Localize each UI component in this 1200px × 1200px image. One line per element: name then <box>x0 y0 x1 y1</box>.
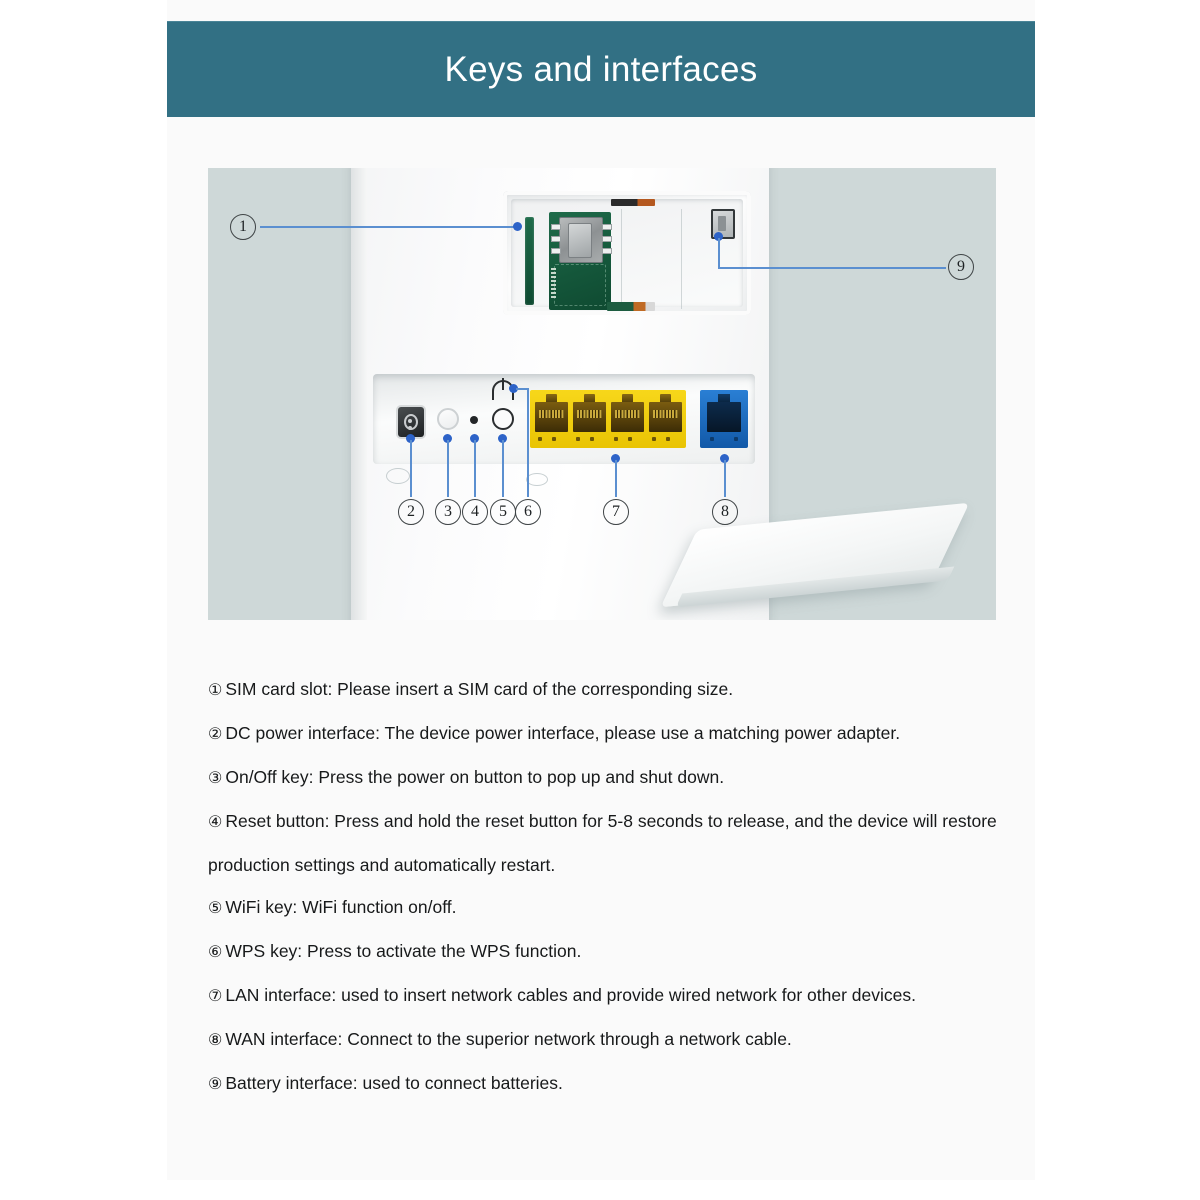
caption-text: WiFi key: WiFi function on/off. <box>225 897 457 917</box>
leader-line-5 <box>502 440 504 497</box>
lan-port <box>649 394 682 432</box>
page-title: Keys and interfaces <box>444 49 758 89</box>
holder-pin <box>602 224 612 230</box>
leader-line-9h <box>718 267 946 269</box>
leader-line-2 <box>410 440 412 497</box>
leader-line-9v <box>718 238 720 268</box>
caption-mark: ⑦ <box>208 988 223 1005</box>
callout-1: 1 <box>230 214 256 240</box>
lan-port <box>535 394 568 432</box>
callout-7: 7 <box>603 499 629 525</box>
wifi-key[interactable] <box>492 408 514 430</box>
caption-text: Reset button: Press and hold the reset b… <box>208 811 997 875</box>
caption-text: SIM card slot: Please insert a SIM card … <box>225 679 734 699</box>
caption-text: Battery interface: used to connect batte… <box>225 1073 563 1093</box>
sim-holder <box>551 217 612 263</box>
bay-divider <box>621 209 622 309</box>
callout-6: 6 <box>515 499 541 525</box>
dc-power-interface <box>398 407 424 437</box>
callout-4: 4 <box>462 499 488 525</box>
chassis-dimple <box>526 473 548 486</box>
leader-dot-6 <box>509 384 518 393</box>
dc-pin <box>408 419 412 423</box>
sim-compartment-inner <box>511 199 743 311</box>
leader-line-7 <box>615 460 617 497</box>
leader-dot-7 <box>611 454 620 463</box>
caption-text: WAN interface: Connect to the superior n… <box>225 1029 792 1049</box>
reset-button[interactable] <box>470 416 478 424</box>
wan-interface <box>700 390 748 448</box>
holder-pin <box>551 248 561 254</box>
caption-mark: ⑧ <box>208 1032 223 1049</box>
leader-dot-8 <box>720 454 729 463</box>
caption-text: DC power interface: The device power int… <box>225 723 901 743</box>
sim-compartment <box>503 191 751 315</box>
router-left-edge <box>351 168 367 620</box>
bottom-connector <box>607 302 655 311</box>
pcb-board <box>549 212 612 310</box>
dc-pin <box>408 426 412 430</box>
on-off-key[interactable] <box>437 408 459 430</box>
caption-text: LAN interface: used to insert network ca… <box>225 985 916 1005</box>
leader-dot-3 <box>443 434 452 443</box>
bay-divider <box>681 209 682 309</box>
leader-line-3 <box>447 440 449 497</box>
lan-port <box>611 394 644 432</box>
pcb-pads <box>551 268 556 300</box>
leader-line-6v <box>527 388 529 497</box>
leader-dot-9 <box>714 232 723 241</box>
caption-mark: ⑥ <box>208 944 223 961</box>
caption-text: On/Off key: Press the power on button to… <box>225 767 725 787</box>
leader-line-4 <box>474 440 476 497</box>
lan-port <box>573 394 606 432</box>
header-banner: Keys and interfaces <box>167 21 1035 117</box>
callout-8: 8 <box>712 499 738 525</box>
chassis-dimple <box>386 468 410 484</box>
holder-pin <box>551 224 561 230</box>
callout-2: 2 <box>398 499 424 525</box>
caption-mark: ⑤ <box>208 900 223 917</box>
caption-mark: ④ <box>208 814 223 831</box>
holder-pin <box>602 236 612 242</box>
callout-3: 3 <box>435 499 461 525</box>
caption-text: WPS key: Press to activate the WPS funct… <box>225 941 582 961</box>
leader-line-1 <box>260 226 518 228</box>
holder-pin <box>551 236 561 242</box>
leader-line-6h <box>516 388 528 390</box>
caption-mark: ⑨ <box>208 1076 223 1093</box>
holder-pin <box>602 248 612 254</box>
top-connector <box>611 199 655 206</box>
product-diagram-panel: 1 9 2 3 4 5 6 7 8 <box>208 168 996 620</box>
caption-mark: ② <box>208 726 223 743</box>
leader-dot-2 <box>406 434 415 443</box>
leader-dot-1 <box>513 222 522 231</box>
callout-9: 9 <box>948 254 974 280</box>
caption-mark: ③ <box>208 770 223 787</box>
lan-interface <box>530 390 686 448</box>
battery-interface <box>711 209 735 239</box>
caption-mark: ① <box>208 682 223 699</box>
callout-5: 5 <box>490 499 516 525</box>
leader-line-8 <box>724 460 726 497</box>
leader-dot-4 <box>470 434 479 443</box>
pcb-traces <box>554 264 606 306</box>
leader-dot-5 <box>498 434 507 443</box>
sim-card-slot <box>525 217 534 305</box>
